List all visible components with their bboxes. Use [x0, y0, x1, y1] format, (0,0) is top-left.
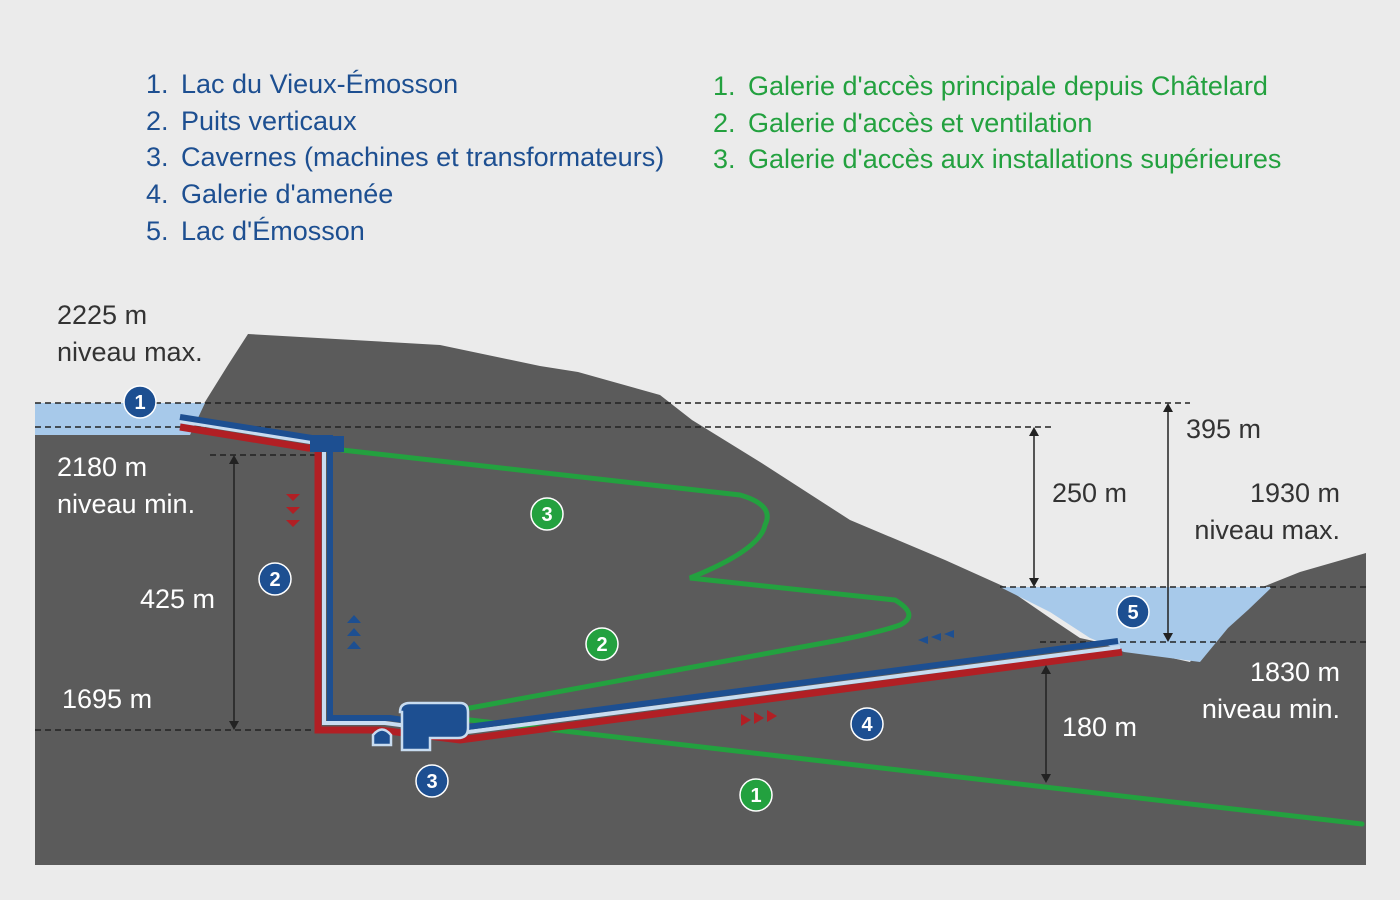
upper-intake: [310, 436, 344, 452]
label-lower-min: 1830 m niveau min.: [1201, 657, 1340, 724]
badge-blue-5: 5: [1116, 595, 1150, 629]
badge-blue-1: 1: [123, 385, 157, 419]
label-lower-max: 1930 m niveau max.: [1194, 478, 1340, 545]
badge-blue-3: 3: [415, 764, 449, 798]
badge-blue-2: 2: [258, 562, 292, 596]
legend-item: 4.Galerie d'amenée: [146, 179, 394, 210]
flow-arrows-left-icon: [918, 630, 954, 644]
badge-green-1: 1: [739, 778, 773, 812]
legend-galleries: 1.Galerie d'accès principale depuis Chât…: [713, 68, 1281, 178]
badge-blue-4: 4: [850, 707, 884, 741]
badge-green-2: 2: [585, 627, 619, 661]
label-upper-min: 2180 m niveau min.: [57, 452, 196, 519]
flow-arrows-up-icon: [347, 615, 361, 649]
svg-text:2: 2: [269, 569, 280, 591]
legend-installations: 1.Lac du Vieux-Émosson 2.Puits verticaux…: [146, 66, 664, 250]
svg-text:3: 3: [541, 504, 552, 526]
svg-text:2: 2: [596, 634, 607, 656]
dimension-arrows: [229, 403, 1173, 783]
legend-item: 2.Galerie d'accès et ventilation: [713, 107, 1093, 138]
label-upper-max: 2225 m niveau max.: [57, 300, 203, 367]
legend-item: 1.Lac du Vieux-Émosson: [146, 69, 459, 99]
label-shaft-height: 425 m: [140, 584, 216, 614]
access-galleries: [339, 447, 1365, 827]
svg-text:4: 4: [861, 714, 873, 736]
flow-arrows-down-icon: [286, 494, 300, 527]
label-cavern-level: 1695 m: [62, 684, 153, 714]
svg-text:1: 1: [134, 392, 145, 414]
label-drop-395: 395 m: [1186, 414, 1262, 444]
badge-green-3: 3: [530, 497, 564, 531]
flow-arrows-right-icon: [741, 710, 777, 726]
svg-text:1: 1: [750, 785, 761, 807]
legend-item: 3.Galerie d'accès aux installations supé…: [713, 144, 1282, 175]
legend-item: 1.Galerie d'accès principale depuis Chât…: [713, 71, 1268, 101]
svg-text:3: 3: [426, 771, 437, 793]
legend-item: 2.Puits verticaux: [146, 105, 357, 136]
legend-item: 3.Cavernes (machines et transformateurs): [146, 142, 665, 173]
cavern-icon: [371, 701, 470, 752]
label-drop-180: 180 m: [1062, 712, 1138, 742]
label-drop-250: 250 m: [1052, 478, 1128, 508]
svg-text:5: 5: [1127, 602, 1138, 624]
legend-item: 5.Lac d'Émosson: [146, 215, 365, 246]
